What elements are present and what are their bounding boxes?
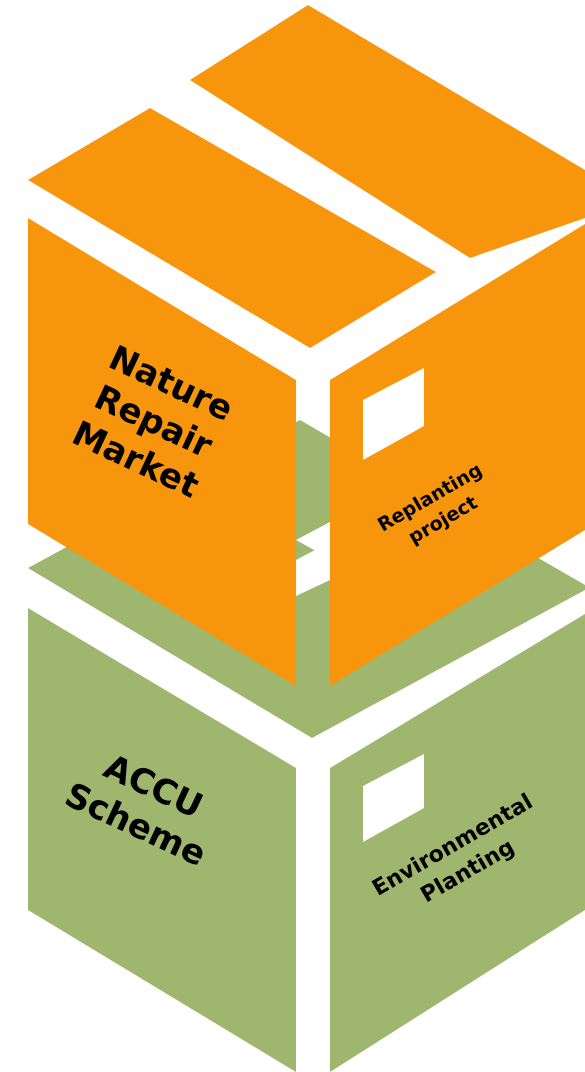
lower-box-left-face: [28, 608, 296, 1072]
upper-box-label-window: [363, 368, 424, 460]
upper-box-lid-back: [190, 5, 585, 258]
upper-box-right-face: [330, 224, 585, 686]
lower-box-label-window: [363, 754, 424, 842]
upper-box: [28, 5, 585, 686]
upper-box-lid-front: [28, 108, 436, 348]
lower-box-right-face: [330, 614, 585, 1072]
lower-top-divider-2: [296, 542, 330, 596]
upper-box-left-face: [28, 218, 296, 686]
